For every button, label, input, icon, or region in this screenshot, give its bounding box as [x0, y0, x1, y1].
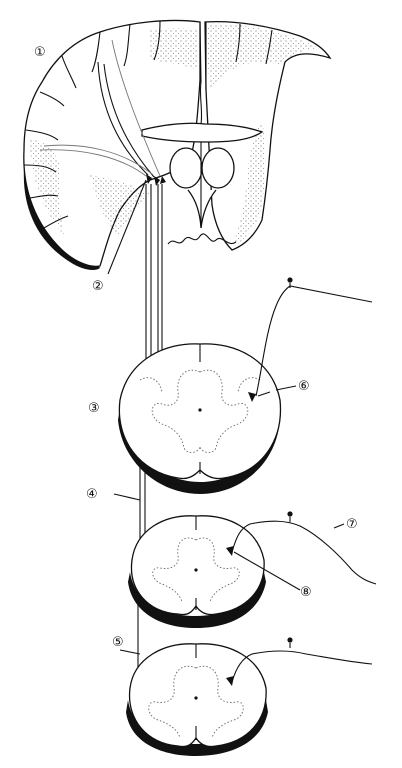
peripheral-nerve-middle [231, 520, 377, 585]
lower-motor-neuron-cell-body [248, 392, 256, 402]
label-3: ③ [88, 401, 100, 416]
brainstem-outline [167, 233, 237, 245]
labels: ① ② ③ ④ ⑤ ⑥ ⑦ ⑧ [34, 45, 358, 650]
label-8: ⑧ [300, 585, 312, 600]
peripheral-nerve-upper [255, 285, 373, 397]
label-1: ① [34, 45, 46, 60]
leader-lines [107, 179, 345, 655]
corpus-callosum [141, 122, 264, 143]
spinal-cord-section-lower [126, 637, 373, 756]
right-hemisphere [204, 20, 332, 251]
brain-coronal-section [23, 19, 332, 270]
label-5: ⑤ [112, 635, 124, 650]
peripheral-nerve-lower [231, 650, 373, 683]
upper-motor-neuron-cell-body [146, 174, 152, 184]
label-4: ④ [86, 487, 98, 502]
thalamus-left [169, 147, 203, 189]
label-6: ⑥ [298, 379, 310, 394]
spinal-cord-section-upper [118, 277, 373, 494]
spinal-cord-section-middle [128, 511, 377, 628]
thalamus-right [201, 147, 235, 189]
label-2: ② [92, 279, 104, 294]
label-7: ⑦ [346, 517, 358, 532]
